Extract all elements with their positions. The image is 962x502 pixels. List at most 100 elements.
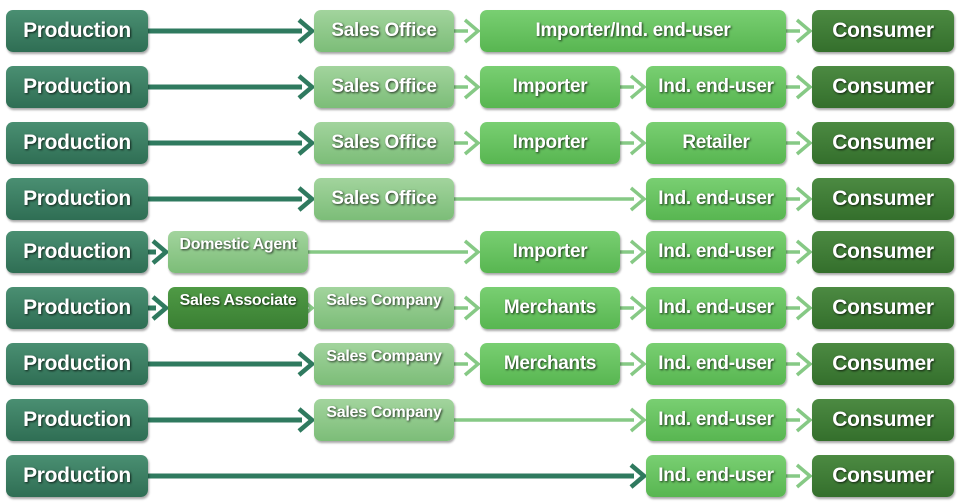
node-label: Ind. end-user: [658, 409, 774, 430]
node-sales-office: Sales Office: [314, 122, 454, 164]
node-label: Sales Company: [326, 292, 442, 309]
node-sales-office: Sales Office: [314, 178, 454, 220]
node-consumer: Consumer: [812, 122, 954, 164]
arrow-sales-office-to-ind-end-user: [454, 186, 647, 212]
arrow-production-to-sales-company: [148, 407, 316, 433]
arrow-production-to-sales-office: [148, 186, 316, 212]
node-label: Production: [23, 19, 131, 42]
node-label: Ind. end-user: [658, 353, 774, 374]
node-production: Production: [6, 399, 148, 441]
node-sales-company: Sales Company: [314, 399, 454, 441]
node-ind-end-user: Ind. end-user: [646, 343, 786, 385]
arrow-ind-end-user-to-consumer: [786, 463, 813, 489]
node-importer: Importer: [480, 66, 620, 108]
node-production: Production: [6, 66, 148, 108]
arrow-ind-end-user-to-consumer: [786, 239, 813, 265]
node-label: Consumer: [832, 187, 934, 210]
node-label: Production: [23, 131, 131, 154]
node-label: Production: [23, 240, 131, 263]
arrow-importer-ind-end-user-to-consumer: [786, 18, 813, 44]
node-label: Sales Office: [331, 188, 437, 209]
node-label: Consumer: [832, 131, 934, 154]
node-label: Consumer: [832, 19, 934, 42]
node-label: Importer: [512, 241, 588, 262]
node-domestic-agent: Domestic Agent: [168, 231, 308, 273]
arrow-merchants-to-ind-end-user: [620, 295, 647, 321]
arrow-sales-company-to-merchants: [454, 351, 481, 377]
node-label: Ind. end-user: [658, 297, 774, 318]
node-label: Production: [23, 296, 131, 319]
node-importer-ind-end-user: Importer/Ind. end-user: [480, 10, 786, 52]
arrow-ind-end-user-to-consumer: [786, 351, 813, 377]
arrow-ind-end-user-to-consumer: [786, 407, 813, 433]
node-label: Production: [23, 187, 131, 210]
node-ind-end-user: Ind. end-user: [646, 231, 786, 273]
node-consumer: Consumer: [812, 399, 954, 441]
node-ind-end-user: Ind. end-user: [646, 178, 786, 220]
arrow-importer-to-retailer: [620, 130, 647, 156]
node-consumer: Consumer: [812, 287, 954, 329]
node-label: Consumer: [832, 408, 934, 431]
node-label: Sales Office: [331, 20, 437, 41]
node-label: Production: [23, 408, 131, 431]
arrow-production-to-sales-company: [148, 351, 316, 377]
node-production: Production: [6, 231, 148, 273]
node-consumer: Consumer: [812, 231, 954, 273]
node-production: Production: [6, 343, 148, 385]
arrow-importer-to-ind-end-user: [620, 239, 647, 265]
node-label: Ind. end-user: [658, 241, 774, 262]
arrow-ind-end-user-to-consumer: [786, 295, 813, 321]
node-importer: Importer: [480, 122, 620, 164]
arrow-sales-office-to-importer-ind-end-user: [454, 18, 481, 44]
node-label: Consumer: [832, 296, 934, 319]
arrow-retailer-to-consumer: [786, 130, 813, 156]
node-sales-office: Sales Office: [314, 10, 454, 52]
arrow-ind-end-user-to-consumer: [786, 74, 813, 100]
node-sales-associate: Sales Associate: [168, 287, 308, 329]
arrow-merchants-to-ind-end-user: [620, 351, 647, 377]
node-label: Production: [23, 75, 131, 98]
node-label: Importer/Ind. end-user: [535, 20, 731, 41]
node-label: Consumer: [832, 464, 934, 487]
node-retailer: Retailer: [646, 122, 786, 164]
node-label: Ind. end-user: [658, 465, 774, 486]
arrow-production-to-domestic-agent: [148, 239, 170, 265]
node-production: Production: [6, 122, 148, 164]
node-label: Ind. end-user: [658, 188, 774, 209]
node-label: Production: [23, 352, 131, 375]
node-sales-company: Sales Company: [314, 287, 454, 329]
node-label: Ind. end-user: [658, 76, 774, 97]
node-label: Retailer: [682, 132, 750, 153]
node-label: Merchants: [503, 353, 597, 374]
arrow-sales-office-to-importer: [454, 130, 481, 156]
arrow-production-to-ind-end-user: [148, 463, 648, 489]
node-label: Importer: [512, 76, 588, 97]
node-label: Domestic Agent: [179, 236, 297, 253]
node-production: Production: [6, 10, 148, 52]
arrow-sales-office-to-importer: [454, 74, 481, 100]
node-label: Importer: [512, 132, 588, 153]
node-consumer: Consumer: [812, 343, 954, 385]
node-merchants: Merchants: [480, 287, 620, 329]
node-label: Sales Company: [326, 348, 442, 365]
arrow-ind-end-user-to-consumer: [786, 186, 813, 212]
arrow-sales-company-to-merchants: [454, 295, 481, 321]
node-ind-end-user: Ind. end-user: [646, 455, 786, 497]
node-consumer: Consumer: [812, 66, 954, 108]
node-label: Consumer: [832, 75, 934, 98]
node-sales-office: Sales Office: [314, 66, 454, 108]
node-ind-end-user: Ind. end-user: [646, 287, 786, 329]
node-label: Sales Office: [331, 132, 437, 153]
node-consumer: Consumer: [812, 455, 954, 497]
node-ind-end-user: Ind. end-user: [646, 399, 786, 441]
arrow-domestic-agent-to-importer: [308, 239, 481, 265]
arrow-production-to-sales-associate: [148, 295, 170, 321]
node-label: Consumer: [832, 352, 934, 375]
node-importer: Importer: [480, 231, 620, 273]
node-label: Sales Company: [326, 404, 442, 421]
arrow-production-to-sales-office: [148, 130, 316, 156]
node-merchants: Merchants: [480, 343, 620, 385]
node-production: Production: [6, 178, 148, 220]
